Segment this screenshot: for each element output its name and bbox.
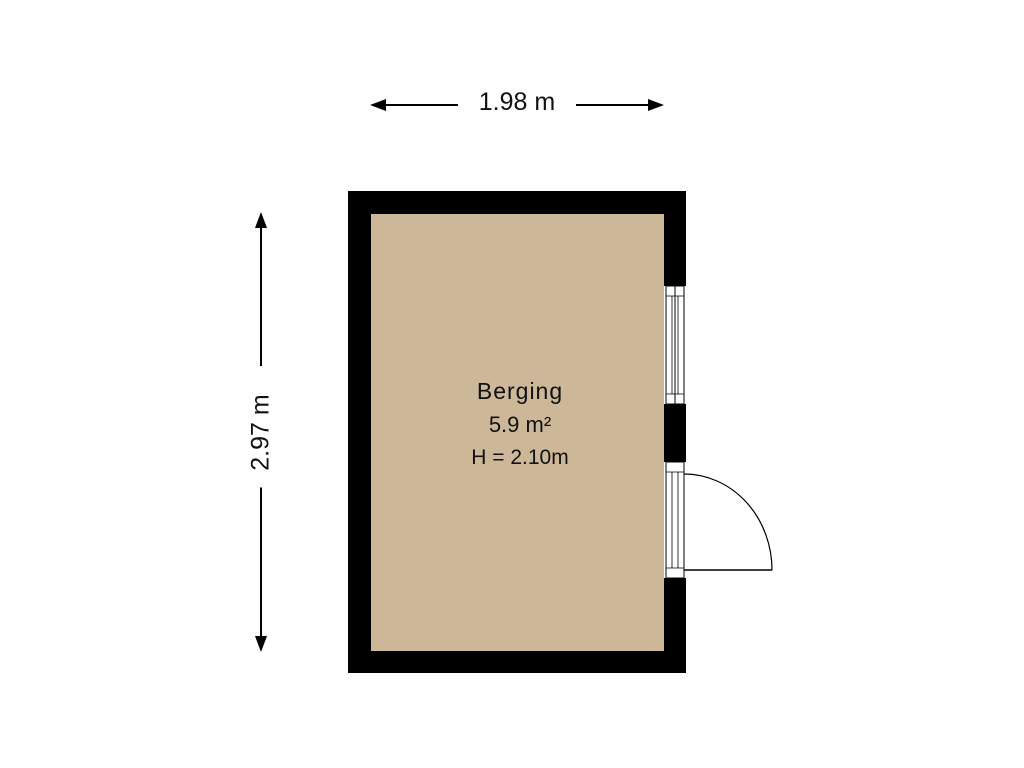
room-floor [371,214,664,651]
arrowhead-right [648,99,664,111]
arrowhead-left [370,99,386,111]
wall-right-lower [664,578,686,673]
wall-top [348,191,686,214]
window [665,285,685,405]
width-dimension-line [370,99,664,111]
room-height: H = 2.10m [471,446,569,469]
wall-bottom [348,651,686,673]
room-name: Berging [476,378,564,404]
width-dimension-label: 1.98 m [462,88,572,117]
length-dimension-label: 2.97 m [246,377,276,488]
arrowhead-bottom [255,636,267,652]
door-swing-arc [683,473,773,571]
room-area: 5.9 m² [488,412,552,437]
wall-left [348,191,371,673]
wall-right-upper [664,191,686,286]
length-dimension-line [255,212,267,652]
door [665,461,773,579]
arrowhead-top [255,212,267,228]
wall-right-middle [664,404,686,462]
